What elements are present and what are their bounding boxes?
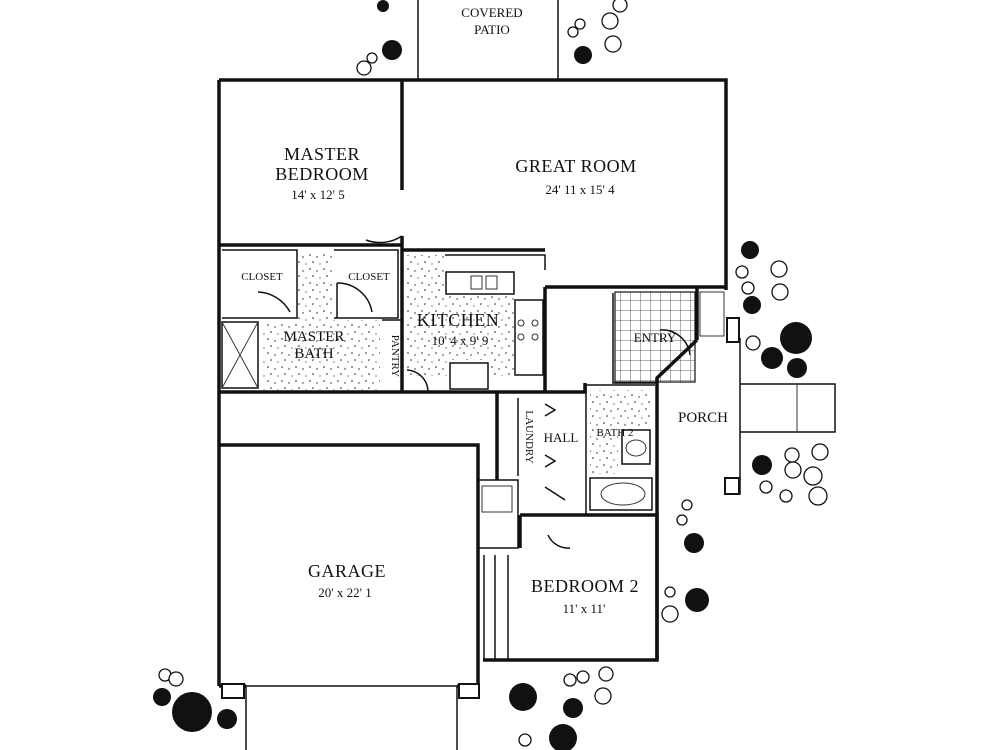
entry-label: ENTRY xyxy=(634,330,677,345)
tile-floors xyxy=(262,251,651,474)
great-room-dims: 24' 11 x 15' 4 xyxy=(545,182,615,197)
shrub-bottom-left xyxy=(153,668,237,732)
door-swings xyxy=(257,235,691,549)
shrub-right-mid xyxy=(745,322,812,378)
bedroom2-dims: 11' x 11' xyxy=(563,601,606,616)
hall-label: HALL xyxy=(544,430,579,445)
covered-patio-label-line2: PATIO xyxy=(474,22,510,37)
kitchen-dims: 10' 4 x 9' 9 xyxy=(432,333,489,348)
kitchen-label: KITCHEN xyxy=(417,310,500,330)
closet-left-label: CLOSET xyxy=(241,271,283,283)
closet-right-label: CLOSET xyxy=(348,271,390,283)
room-labels: COVERED PATIO MASTER BEDROOM 14' x 12' 5… xyxy=(241,5,728,616)
porch-label: PORCH xyxy=(678,410,728,426)
shrub-right-lower xyxy=(752,443,829,506)
laundry-label: LAUNDRY xyxy=(523,410,535,463)
master-bedroom-label-line2: BEDROOM xyxy=(275,164,369,184)
shrub-bottom-middle xyxy=(509,666,614,750)
shrub-right-upper xyxy=(735,241,789,314)
master-bath-label-line1: MASTER xyxy=(284,329,345,345)
bedroom2-label: BEDROOM 2 xyxy=(531,576,639,596)
walls xyxy=(217,0,836,750)
great-room-label: GREAT ROOM xyxy=(515,156,636,176)
bath2-label: BATH 2 xyxy=(597,427,634,439)
pantry-label: PANTRY xyxy=(389,335,401,377)
shrub-top-right xyxy=(567,0,628,64)
master-bath-label-line2: BATH xyxy=(294,346,333,362)
covered-patio-label-line1: COVERED xyxy=(461,5,522,20)
garage-label: GARAGE xyxy=(308,561,386,581)
master-bedroom-dims: 14' x 12' 5 xyxy=(291,187,344,202)
shrub-below-porch xyxy=(661,499,709,623)
master-bedroom-label-line1: MASTER xyxy=(284,144,360,164)
landscaping xyxy=(153,0,829,750)
shrub-top-left xyxy=(356,0,402,76)
garage-dims: 20' x 22' 1 xyxy=(318,585,371,600)
